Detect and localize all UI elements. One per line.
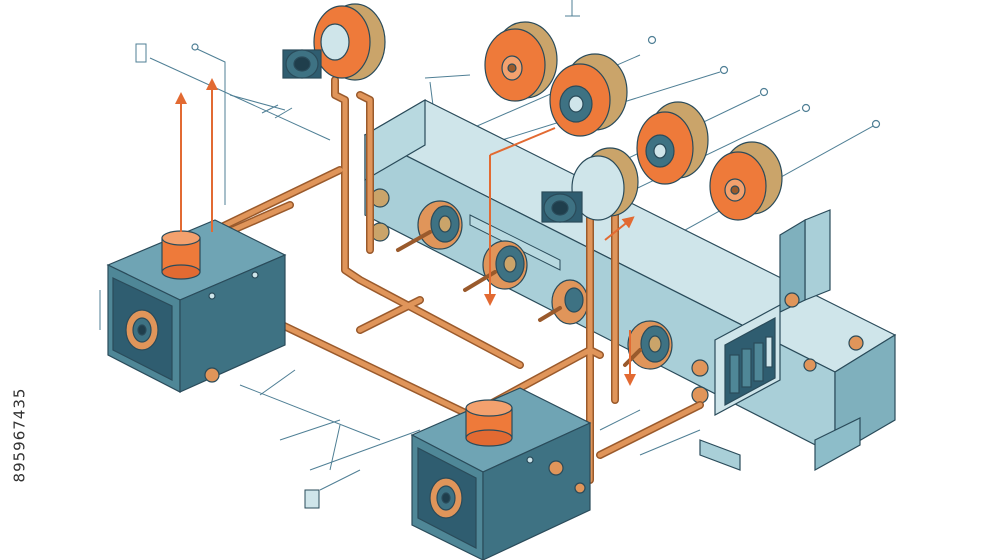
gear-wheel-icon [417,200,463,250]
left-motor-cylinder [161,230,201,280]
pulley-icon [549,53,628,137]
gear-shafts [396,230,642,367]
gear-wheel-icon [482,240,528,290]
dimension-end-circles [191,35,881,129]
gear-wheel-icon [551,279,589,325]
battery-compartment [714,303,781,417]
battery-cell-icon [729,336,773,394]
right-motor-cylinder [465,399,513,447]
motor-box-icon [410,387,592,560]
chassis-slot [469,214,561,271]
stock-id-label: 895967435 [10,387,28,483]
motor-box-icon [106,219,287,393]
stock-id-watermark: 895967435 [8,320,30,550]
pulley-icon [636,101,709,185]
dimension-arrow-icon [175,78,636,386]
pulley-icon [541,147,639,223]
pulley-icon [709,141,783,221]
pulley-icon [282,3,386,81]
gear-wheels [370,188,864,404]
pulley-icon [484,21,558,102]
small-tag-bottom [304,489,320,509]
small-tag-left [135,43,147,63]
gear-wheel-icon [627,320,673,370]
